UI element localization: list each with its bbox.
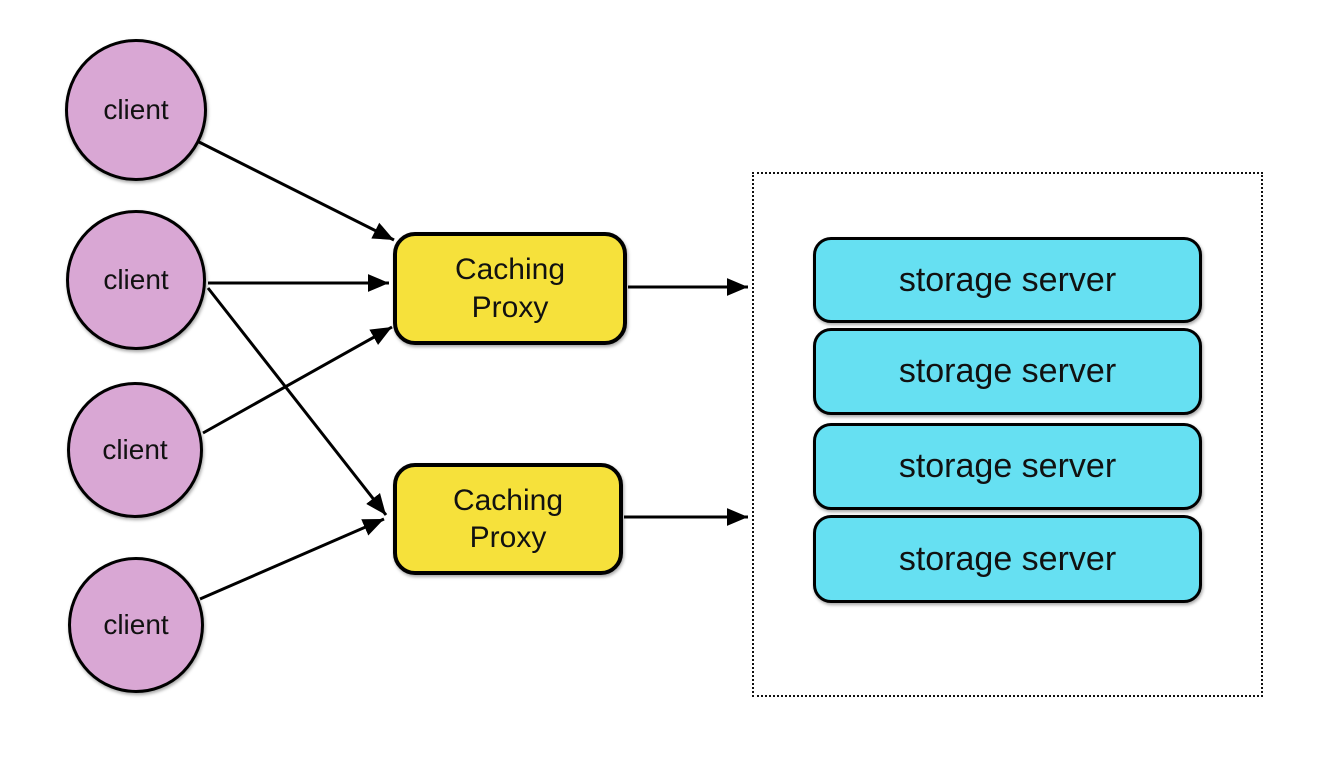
client-label: client	[102, 434, 168, 465]
client-label: client	[103, 94, 169, 125]
arrow-client1-to-proxy1	[198, 140, 395, 242]
arrow-client3-to-proxy1	[202, 325, 393, 435]
arrow-client4-to-proxy2	[199, 517, 385, 601]
client-node-2: client	[66, 210, 206, 350]
caching-proxy-label: Caching Proxy	[452, 483, 564, 555]
client-label: client	[103, 609, 169, 640]
storage-server-label: storage server	[898, 352, 1117, 390]
caching-proxy-node-2: Caching Proxy	[393, 463, 623, 575]
client-node-1: client	[65, 39, 207, 181]
storage-server-node-1: storage server	[813, 237, 1202, 323]
client-label: client	[103, 264, 169, 295]
storage-server-node-4: storage server	[813, 515, 1202, 603]
storage-server-group-boundary	[752, 172, 1263, 697]
storage-server-label: storage server	[898, 539, 1117, 578]
caching-proxy-label: Caching Proxy	[454, 253, 566, 324]
storage-server-label: storage server	[898, 260, 1117, 299]
storage-server-node-2: storage server	[813, 328, 1202, 415]
client-node-3: client	[67, 382, 203, 518]
arrow-client2-to-proxy2	[206, 287, 388, 516]
storage-server-node-3: storage server	[813, 423, 1202, 510]
storage-server-label: storage server	[898, 447, 1117, 485]
caching-proxy-node-1: Caching Proxy	[393, 232, 627, 345]
client-node-4: client	[68, 557, 204, 693]
